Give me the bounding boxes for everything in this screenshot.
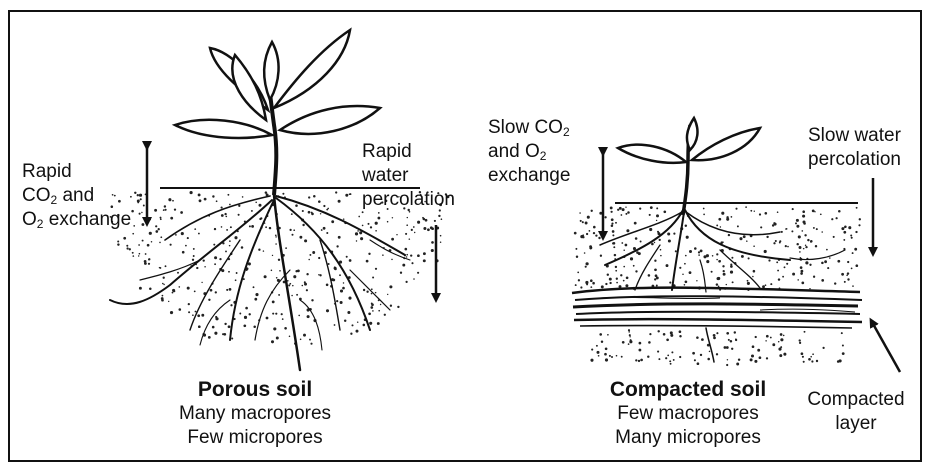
compacted-caption: Compacted soil Few macropores Many micro… bbox=[588, 378, 788, 450]
compacted-gas-exchange-label: Slow CO2 and O2 exchange bbox=[488, 116, 570, 188]
compacted-layer-bands bbox=[572, 288, 862, 328]
compacted-gas-line1: Slow CO2 bbox=[488, 116, 570, 140]
porous-gas-line2: CO2 and bbox=[22, 184, 131, 208]
porous-water-label: Rapid water percolation bbox=[362, 140, 455, 212]
compacted-layer-pointer bbox=[872, 322, 900, 372]
porous-plant-leaves bbox=[175, 30, 380, 138]
compacted-title: Compacted soil bbox=[588, 378, 788, 402]
porous-gas-exchange-label: Rapid CO2 and O2 exchange bbox=[22, 160, 131, 232]
compacted-plant-roots bbox=[600, 210, 845, 362]
porous-gas-line3: O2 exchange bbox=[22, 208, 131, 232]
compacted-water-label: Slow water percolation bbox=[808, 124, 901, 172]
compacted-caption-line2: Many micropores bbox=[588, 426, 788, 450]
porous-water-line3: percolation bbox=[362, 188, 455, 212]
compacted-water-line2: percolation bbox=[808, 148, 901, 172]
compacted-layer-label: Compacted layer bbox=[800, 388, 912, 436]
compacted-layer-line2: layer bbox=[800, 412, 912, 436]
compacted-gas-line2: and O2 bbox=[488, 140, 570, 164]
porous-water-line1: Rapid bbox=[362, 140, 455, 164]
porous-plant-roots bbox=[110, 195, 410, 370]
compacted-soil-stipple bbox=[574, 206, 861, 366]
porous-caption: Porous soil Many macropores Few micropor… bbox=[150, 378, 360, 450]
compacted-water-line1: Slow water bbox=[808, 124, 901, 148]
compacted-caption-line1: Few macropores bbox=[588, 402, 788, 426]
porous-title: Porous soil bbox=[150, 378, 360, 402]
porous-water-line2: water bbox=[362, 164, 455, 188]
compacted-layer-line1: Compacted bbox=[800, 388, 912, 412]
porous-caption-line2: Few micropores bbox=[150, 426, 360, 450]
compacted-gas-line3: exchange bbox=[488, 164, 570, 188]
porous-gas-line1: Rapid bbox=[22, 160, 131, 184]
porous-caption-line1: Many macropores bbox=[150, 402, 360, 426]
porous-soil-stipple bbox=[110, 191, 450, 345]
